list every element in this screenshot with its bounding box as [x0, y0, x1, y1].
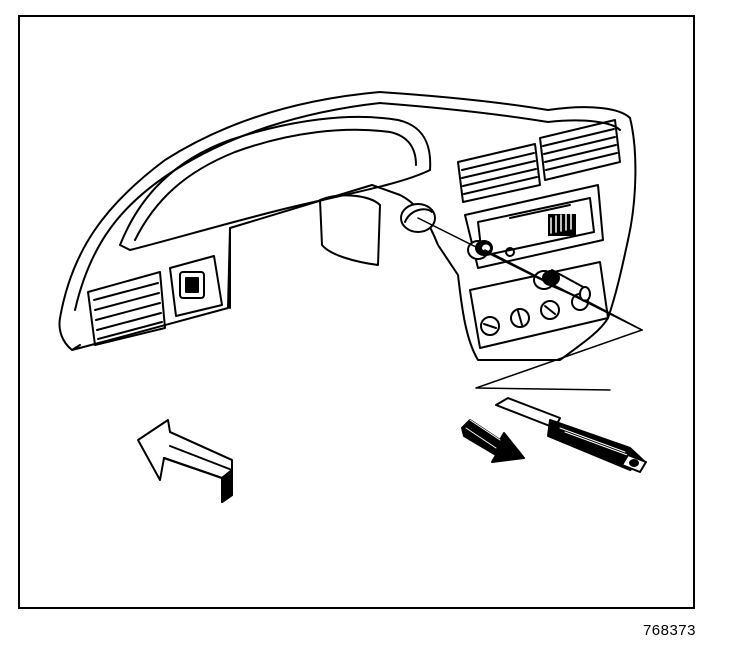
- right-air-vent: [539, 119, 621, 181]
- direction-arrow-left-icon: [137, 419, 233, 503]
- headlamp-switch: [169, 255, 223, 317]
- retaining-clip-2: [533, 269, 591, 302]
- left-air-vent: [87, 271, 166, 346]
- figure-frame: [18, 15, 695, 609]
- leader-lines: [417, 217, 643, 391]
- center-air-vent: [457, 143, 541, 203]
- trim-removal-tool: [495, 397, 647, 473]
- retaining-clip: [467, 240, 493, 260]
- figure-id-label: 768373: [642, 622, 696, 639]
- instrument-panel: [58, 91, 637, 361]
- direction-arrow-right-icon: [461, 419, 525, 463]
